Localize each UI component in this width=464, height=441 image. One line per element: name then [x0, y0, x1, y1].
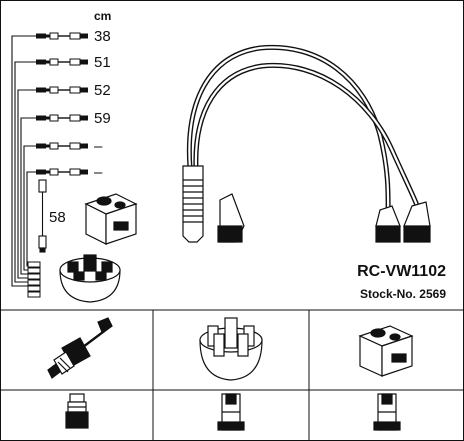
coil-terminal-icon	[373, 393, 401, 431]
coil-wire-length-label: 58	[49, 209, 66, 226]
plug-boot-angled-1	[217, 193, 245, 243]
stock-number: Stock-No. 2569	[360, 287, 446, 301]
ignition-coil-small	[84, 193, 138, 245]
plug-boot-angled-2	[375, 205, 401, 243]
lead-row-5	[35, 142, 89, 150]
length-label-5: –	[94, 138, 103, 155]
distributor-cap-small	[59, 254, 121, 303]
coil-wire	[38, 179, 47, 253]
unit-label: cm	[94, 9, 111, 23]
ignition-coil-icon	[358, 325, 414, 377]
lead-row-2	[35, 58, 89, 66]
lead-bundle	[11, 35, 36, 287]
distributor-terminal-icon	[217, 393, 245, 431]
plug-terminal-icon	[65, 393, 89, 429]
lead-row-3	[35, 86, 89, 94]
product-code: RC-VW1102	[357, 263, 446, 280]
length-label-3: 52	[94, 82, 111, 99]
lead-row-6	[35, 168, 89, 176]
length-label-1: 38	[94, 28, 111, 45]
spark-plug-icon	[47, 317, 113, 379]
length-label-2: 51	[94, 54, 111, 71]
lead-row-1	[35, 32, 89, 40]
plug-boot-angled-3	[403, 201, 431, 243]
length-label-6: –	[94, 164, 103, 181]
plug-boot-straight	[182, 165, 204, 243]
distributor-cap-icon	[199, 317, 263, 381]
bundle-terminals	[27, 261, 41, 298]
length-label-4: 59	[94, 110, 111, 127]
lead-row-4	[35, 114, 89, 122]
ignition-wires-long	[186, 44, 423, 231]
